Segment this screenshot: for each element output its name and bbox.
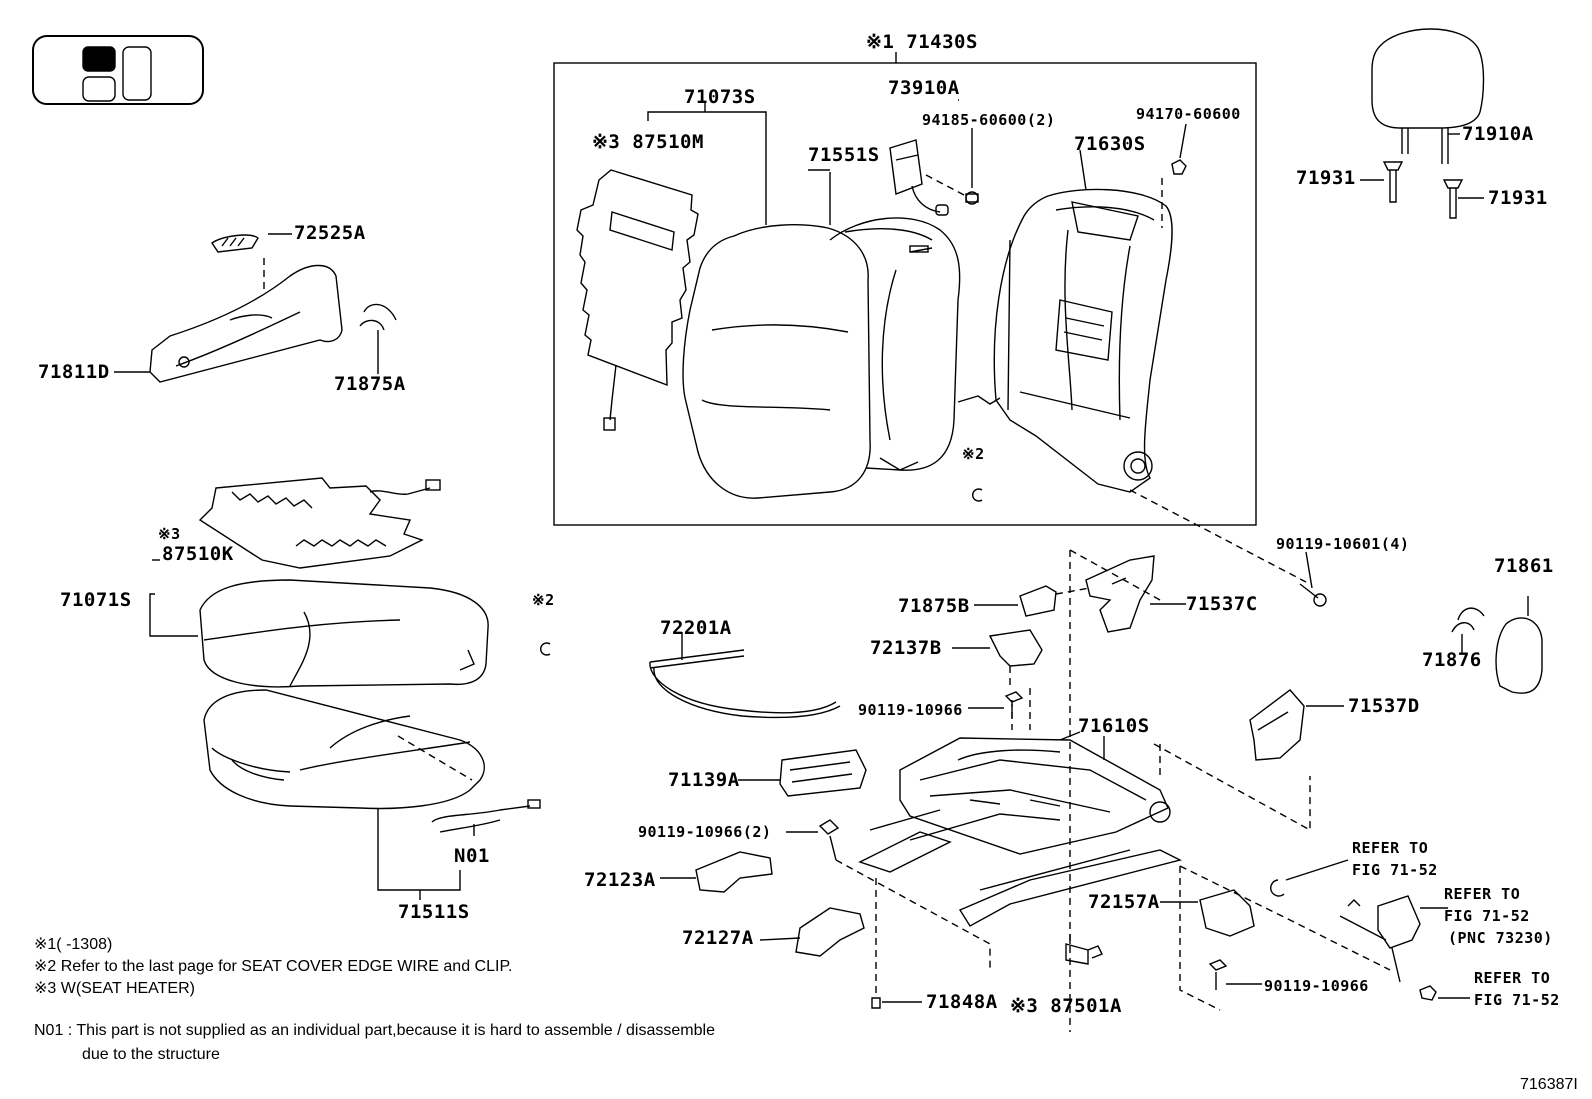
label-71511S: 71511S bbox=[398, 901, 470, 923]
edge-wire bbox=[649, 649, 841, 719]
label-71537C: 71537C bbox=[1186, 593, 1258, 615]
label-72123A: 72123A bbox=[584, 869, 656, 891]
refer-label-1a: REFER TO bbox=[1352, 839, 1429, 857]
label-90119-10966-upper: 90119-10966 bbox=[858, 701, 963, 719]
refer-label-2a: REFER TO bbox=[1444, 885, 1521, 903]
refer-label-2b: FIG 71-52 bbox=[1444, 907, 1530, 925]
label-71876: 71876 bbox=[1422, 649, 1482, 671]
label-71610S: 71610S bbox=[1078, 715, 1150, 737]
label-71931-right: 71931 bbox=[1488, 187, 1548, 209]
label-71071S: 71071S bbox=[60, 589, 132, 611]
label-87510M: ※3 87510M bbox=[592, 131, 704, 153]
label-87510K-mark: ※3 bbox=[158, 525, 181, 543]
footnote-2: ※2 Refer to the last page for SEAT COVER… bbox=[34, 958, 513, 975]
footnote-1: ※1( -1308) bbox=[34, 936, 113, 953]
refer-label-2c: (PNC 73230) bbox=[1448, 929, 1553, 947]
label-72127A: 72127A bbox=[682, 927, 754, 949]
label-87501A: ※3 87501A bbox=[1010, 995, 1122, 1017]
label-94170-60600: 94170-60600 bbox=[1136, 105, 1241, 123]
recliner-cover bbox=[1495, 617, 1543, 694]
seat-position-indicator-icon bbox=[32, 35, 204, 105]
label-N01: N01 bbox=[454, 845, 490, 867]
label-90119-10601: 90119-10601(4) bbox=[1276, 535, 1410, 553]
label-71910A: 71910A bbox=[1462, 123, 1534, 145]
seat-back-cover bbox=[682, 169, 961, 499]
bolt-90119-10601 bbox=[1299, 551, 1327, 607]
label-71875A: 71875A bbox=[334, 373, 406, 395]
figure-id: 716387I bbox=[1520, 1076, 1578, 1093]
label-note2-ref-left: ※2 bbox=[532, 591, 555, 609]
heater-pad-cushion bbox=[198, 477, 441, 569]
label-71073S: 71073S bbox=[684, 86, 756, 108]
footnote-N01: N01 : This part is not supplied as an in… bbox=[34, 1022, 715, 1039]
label-71630S: 71630S bbox=[1074, 133, 1146, 155]
label-72157A: 72157A bbox=[1088, 891, 1160, 913]
footnote-N01-cont: due to the structure bbox=[82, 1046, 220, 1063]
label-71430S: ※1 71430S bbox=[866, 31, 978, 53]
label-71875B: 71875B bbox=[898, 595, 970, 617]
refer-label-3b: FIG 71-52 bbox=[1474, 991, 1560, 1009]
refer-label-1b: FIG 71-52 bbox=[1352, 861, 1438, 879]
seat-adjuster-frame bbox=[858, 731, 1182, 927]
footnote-3: ※3 W(SEAT HEATER) bbox=[34, 980, 195, 997]
label-90119-10966-lower: 90119-10966 bbox=[1264, 977, 1369, 995]
label-73910A: 73910A bbox=[888, 77, 960, 99]
side-shield bbox=[114, 264, 343, 383]
label-90119-10966-2: 90119-10966(2) bbox=[638, 823, 772, 841]
seat-back-assembly-frame bbox=[553, 62, 1257, 526]
heater-pad-back bbox=[576, 169, 699, 431]
label-72525A: 72525A bbox=[294, 222, 366, 244]
label-71551S: 71551S bbox=[808, 144, 880, 166]
refer-label-3a: REFER TO bbox=[1474, 969, 1551, 987]
label-71848A: 71848A bbox=[926, 991, 998, 1013]
seat-cushion-pad bbox=[203, 689, 485, 810]
side-airbag-module bbox=[889, 99, 959, 216]
label-94185-60600: 94185-60600(2) bbox=[922, 111, 1056, 129]
headrest bbox=[1371, 28, 1485, 164]
label-72137B: 72137B bbox=[870, 637, 942, 659]
label-87510K: 87510K bbox=[162, 543, 234, 565]
label-71811D: 71811D bbox=[38, 361, 110, 383]
label-71861: 71861 bbox=[1494, 555, 1554, 577]
seat-cushion-cover bbox=[199, 579, 489, 688]
label-72201A: 72201A bbox=[660, 617, 732, 639]
label-71931-left: 71931 bbox=[1296, 167, 1356, 189]
label-71537D: 71537D bbox=[1348, 695, 1420, 717]
label-71139A: 71139A bbox=[668, 769, 740, 791]
label-note2-ref-right: ※2 bbox=[962, 445, 985, 463]
seat-back-frame bbox=[957, 149, 1173, 493]
